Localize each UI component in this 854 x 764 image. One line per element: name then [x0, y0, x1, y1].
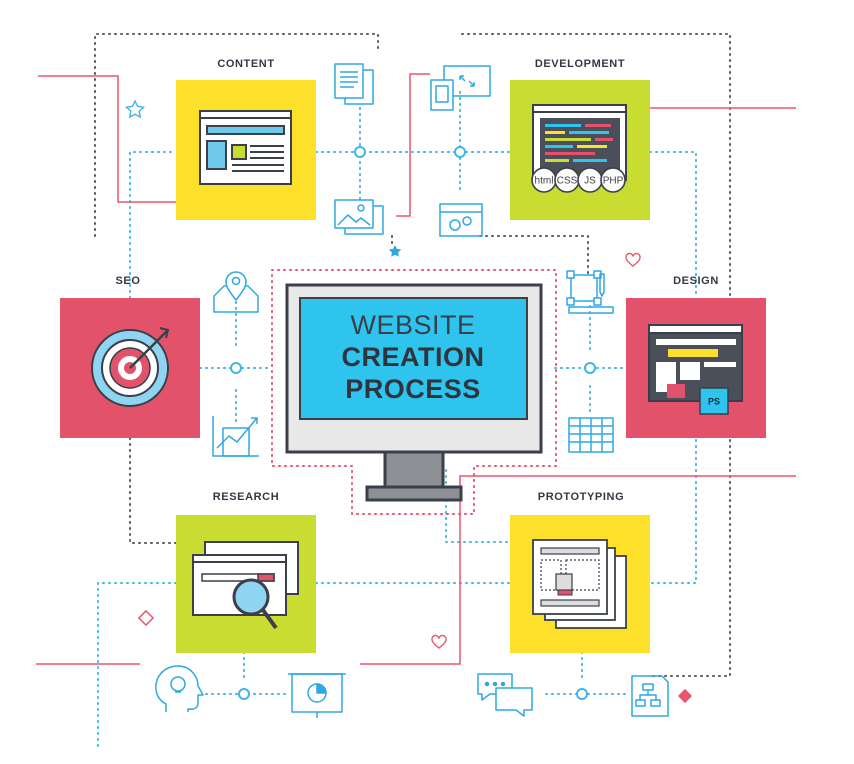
gray-dotted-frame	[94, 33, 731, 677]
document-icon	[334, 63, 374, 105]
heart-icon	[431, 634, 447, 649]
monitor-dotted-frame	[271, 269, 557, 515]
diamond-icon	[137, 609, 155, 627]
ps-badge: PS	[708, 397, 720, 407]
prototyping-tile	[510, 515, 650, 653]
sitemap-icon	[631, 675, 669, 717]
settings-window-icon	[439, 203, 483, 237]
connector-nodes	[230, 146, 596, 700]
development-tile: html CSS JS PHP	[510, 80, 650, 220]
presentation-chart-icon	[288, 673, 346, 718]
chat-bubbles-icon	[477, 673, 533, 717]
tag-php: PHP	[603, 176, 624, 187]
wireframe-pages-icon	[532, 539, 627, 629]
search-browser-icon	[192, 541, 299, 630]
tag-js: JS	[584, 176, 596, 187]
mobile-tablet-icon	[430, 65, 491, 111]
diamond-icon	[677, 688, 693, 704]
spreadsheet-icon	[568, 417, 614, 453]
monitor-illustration	[285, 283, 543, 502]
design-tile: PS	[626, 298, 766, 438]
title-line-3: PROCESS	[345, 374, 481, 404]
code-language-tags	[531, 167, 626, 193]
vector-pen-icon	[566, 270, 614, 314]
title-line-1: WEBSITE	[350, 310, 475, 340]
content-tile	[176, 80, 316, 220]
label-seo: SEO	[115, 275, 140, 287]
image-gallery-icon	[334, 199, 384, 235]
label-prototyping: PROTOTYPING	[538, 491, 624, 503]
webpage-layout-icon	[199, 110, 292, 185]
label-content: CONTENT	[217, 58, 274, 70]
head-idea-icon	[155, 665, 204, 712]
blue-dotted-connectors	[97, 77, 697, 749]
star-icon	[388, 245, 402, 257]
code-window-icon	[532, 104, 627, 181]
seo-tile	[60, 298, 200, 438]
tag-html: html	[535, 176, 554, 187]
research-tile	[176, 515, 316, 653]
heart-icon	[625, 252, 641, 267]
label-design: DESIGN	[673, 275, 719, 287]
design-window-icon	[648, 324, 743, 415]
growth-chart-icon	[212, 416, 259, 457]
target-icon	[91, 327, 170, 407]
title-line-2: CREATION	[342, 342, 485, 372]
label-development: DEVELOPMENT	[535, 58, 625, 70]
tag-css: CSS	[557, 176, 578, 187]
star-icon	[124, 99, 146, 119]
label-research: RESEARCH	[213, 491, 280, 503]
map-pin-icon	[213, 271, 259, 313]
